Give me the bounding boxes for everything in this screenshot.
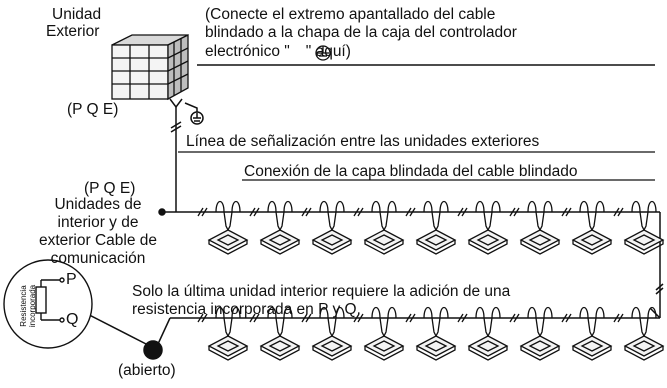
bottom-bus — [59, 299, 660, 360]
indoor-unit-icon — [405, 306, 457, 361]
last-unit-note-line-1: Solo la última unidad interior requiere … — [132, 283, 511, 300]
indoor-unit-icon — [197, 200, 249, 255]
indoor-unit-icon — [197, 306, 249, 361]
outdoor-connector — [169, 64, 655, 210]
outdoor-unit-label-2: Exterior — [46, 23, 100, 40]
indoor-units-bottom-row — [197, 306, 665, 361]
comm-cable-line-4: comunicación — [50, 250, 146, 267]
last-unit-note-line-2: resistencia incorporada en P y Q. — [132, 301, 361, 318]
outdoor-unit-label-1: Unidad — [52, 6, 102, 23]
shield-note-line-3: electrónico " " aquí) — [205, 43, 351, 60]
shield-note-line-2: blindado a la chapa de la caja del contr… — [205, 24, 517, 41]
indoor-unit-icon — [301, 200, 353, 255]
shield-note-line-3-post: " aquí) — [305, 43, 351, 60]
indoor-unit-icon — [249, 306, 301, 361]
indoor-unit-icon — [509, 306, 561, 361]
shield-connection-label: Conexión de la capa blindada del cable b… — [244, 163, 578, 180]
indoor-unit-icon — [561, 306, 613, 361]
shield-note-line-1: (Conecte el extremo apantallado del cabl… — [205, 6, 496, 23]
indoor-unit-icon — [509, 200, 561, 255]
terminal-q-label: Q — [66, 311, 79, 328]
shield-note-line-3-pre: electrónico " — [205, 43, 290, 60]
indoor-unit-icon — [457, 200, 509, 255]
pqe-top-label: (P Q E) — [67, 101, 119, 118]
comm-cable-line-3: exterior Cable de — [38, 232, 158, 249]
pqe-mid-label: (P Q E) — [84, 180, 136, 197]
indoor-unit-icon — [613, 306, 665, 361]
ground-icon — [315, 45, 331, 61]
comm-cable-line-1: Unidades de — [54, 196, 142, 213]
open-label: (abierto) — [118, 362, 176, 379]
indoor-unit-icon — [613, 200, 665, 255]
top-bus — [158, 208, 664, 319]
indoor-units-top-row — [197, 200, 665, 255]
outdoor-unit-icon — [111, 33, 189, 101]
indoor-unit-icon — [301, 306, 353, 361]
resistor-icon — [3, 259, 93, 349]
signal-line-label: Línea de señalización entre las unidades… — [186, 133, 540, 150]
resistor-label: Resistencia incorporada — [19, 284, 37, 328]
indoor-unit-icon — [353, 306, 405, 361]
indoor-unit-icon — [457, 306, 509, 361]
indoor-unit-icon — [561, 200, 613, 255]
comm-cable-line-2: interior y de — [57, 214, 139, 231]
indoor-unit-icon — [249, 200, 301, 255]
terminal-p-label: P — [66, 271, 77, 288]
indoor-unit-icon — [405, 200, 457, 255]
indoor-unit-icon — [353, 200, 405, 255]
